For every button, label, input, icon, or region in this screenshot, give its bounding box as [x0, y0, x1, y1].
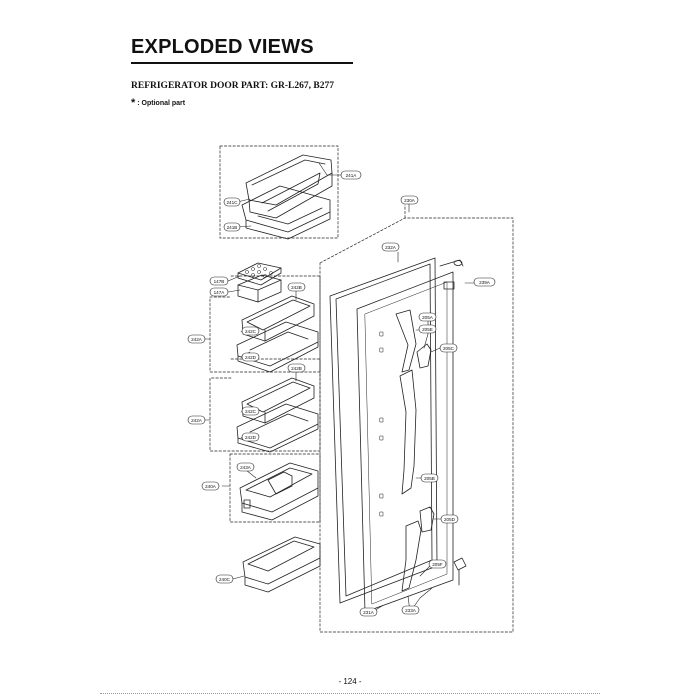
label-241C: 241C	[227, 200, 239, 205]
callout-241C	[223, 197, 241, 207]
label-147B: 147B	[214, 279, 225, 284]
label-241B: 241B	[227, 225, 238, 230]
label-240A: 240A	[205, 484, 217, 489]
basket-240C-drawing	[242, 536, 321, 593]
label-205E: 205E	[422, 327, 433, 332]
callout-230A	[400, 195, 419, 205]
basket-243-drawing	[239, 462, 319, 521]
label-147A: 147A	[214, 290, 226, 295]
callout-147B	[209, 276, 229, 286]
label-205D: 205D	[444, 517, 456, 522]
callout-240A	[201, 481, 220, 491]
callout-242A-2	[187, 415, 206, 425]
handle-205D-drawing	[419, 506, 435, 533]
handle-205B-drawing	[399, 369, 417, 495]
label-231A: 231A	[363, 610, 375, 615]
handle-205E-drawing	[395, 309, 417, 373]
callout-205E	[418, 324, 437, 334]
callout-147A	[209, 287, 229, 297]
label-241A: 241A	[346, 173, 358, 178]
label-242D-1: 242D	[245, 355, 257, 360]
label-242D-2: 242D	[245, 435, 257, 440]
page-title: EXPLODED VIEWS	[131, 36, 314, 58]
page-subtitle: REFRIGERATOR DOOR PART: GR-L267, B277	[131, 81, 334, 91]
label-243A: 243A	[240, 465, 252, 470]
label-242A-1: 242A	[191, 337, 203, 342]
basket-242-group-box-2	[209, 358, 321, 452]
callout-bubbles	[187, 170, 496, 617]
label-242A-2: 242A	[191, 418, 203, 423]
callout-205A	[418, 312, 437, 322]
basket-241-group-box	[219, 145, 339, 239]
label-242B-2: 242B	[291, 366, 302, 371]
callout-232A	[381, 242, 400, 252]
label-233A: 233A	[405, 608, 417, 613]
label-205B: 205B	[424, 476, 435, 481]
callout-240C	[215, 574, 234, 584]
label-242C-2: 242C	[245, 409, 257, 414]
door-group-box	[319, 217, 514, 633]
callout-242D-2	[241, 432, 260, 442]
group-boxes	[209, 145, 514, 633]
egg-tray-147-drawing	[237, 262, 282, 303]
callout-241B	[223, 222, 241, 232]
callout-242B-1	[287, 282, 306, 292]
page-number: - 124 -	[338, 677, 362, 686]
optional-part-note: *: Optional part	[131, 97, 186, 112]
basket-241-drawing	[241, 154, 333, 240]
callout-241A	[340, 170, 362, 180]
door-body-drawing	[356, 259, 464, 613]
label-242C-1: 242C	[245, 329, 257, 334]
label-205C: 205C	[443, 346, 455, 351]
callout-242D-1	[241, 352, 260, 362]
callout-233A	[401, 605, 420, 615]
optional-note-text: : Optional part	[137, 100, 186, 107]
callout-242A-1	[187, 334, 206, 344]
title-underline	[131, 62, 353, 64]
basket-243-group-box	[229, 453, 321, 523]
label-232A: 232A	[385, 245, 397, 250]
basket-242-group-box-1	[209, 275, 321, 373]
label-205A: 205A	[422, 315, 434, 320]
hinge-pin-drawing	[453, 557, 467, 586]
callout-labels: 241A 241C 241B 230A 232A 239A 147B 147A …	[191, 173, 491, 615]
callout-242C-1	[241, 326, 260, 336]
callout-205F	[428, 559, 447, 569]
footer-dotted-rule	[100, 693, 600, 694]
label-242B-1: 242B	[291, 285, 302, 290]
callout-231A	[359, 607, 378, 617]
callout-205B	[420, 473, 439, 483]
callout-243A	[236, 462, 255, 472]
leader-lines	[200, 162, 475, 613]
callout-205D	[440, 514, 459, 524]
label-205F: 205F	[432, 562, 443, 567]
callout-242C-2	[241, 406, 260, 416]
label-240C: 240C	[219, 577, 231, 582]
handle-205C-drawing	[416, 343, 432, 369]
callout-239A	[473, 277, 496, 287]
optional-marker: *	[131, 97, 136, 109]
label-239A: 239A	[479, 280, 491, 285]
door-gasket-drawing	[329, 257, 438, 604]
callout-242B-2	[287, 363, 306, 373]
callout-205C	[439, 343, 458, 353]
label-230A: 230A	[404, 198, 416, 203]
handle-205F-drawing	[401, 520, 422, 592]
